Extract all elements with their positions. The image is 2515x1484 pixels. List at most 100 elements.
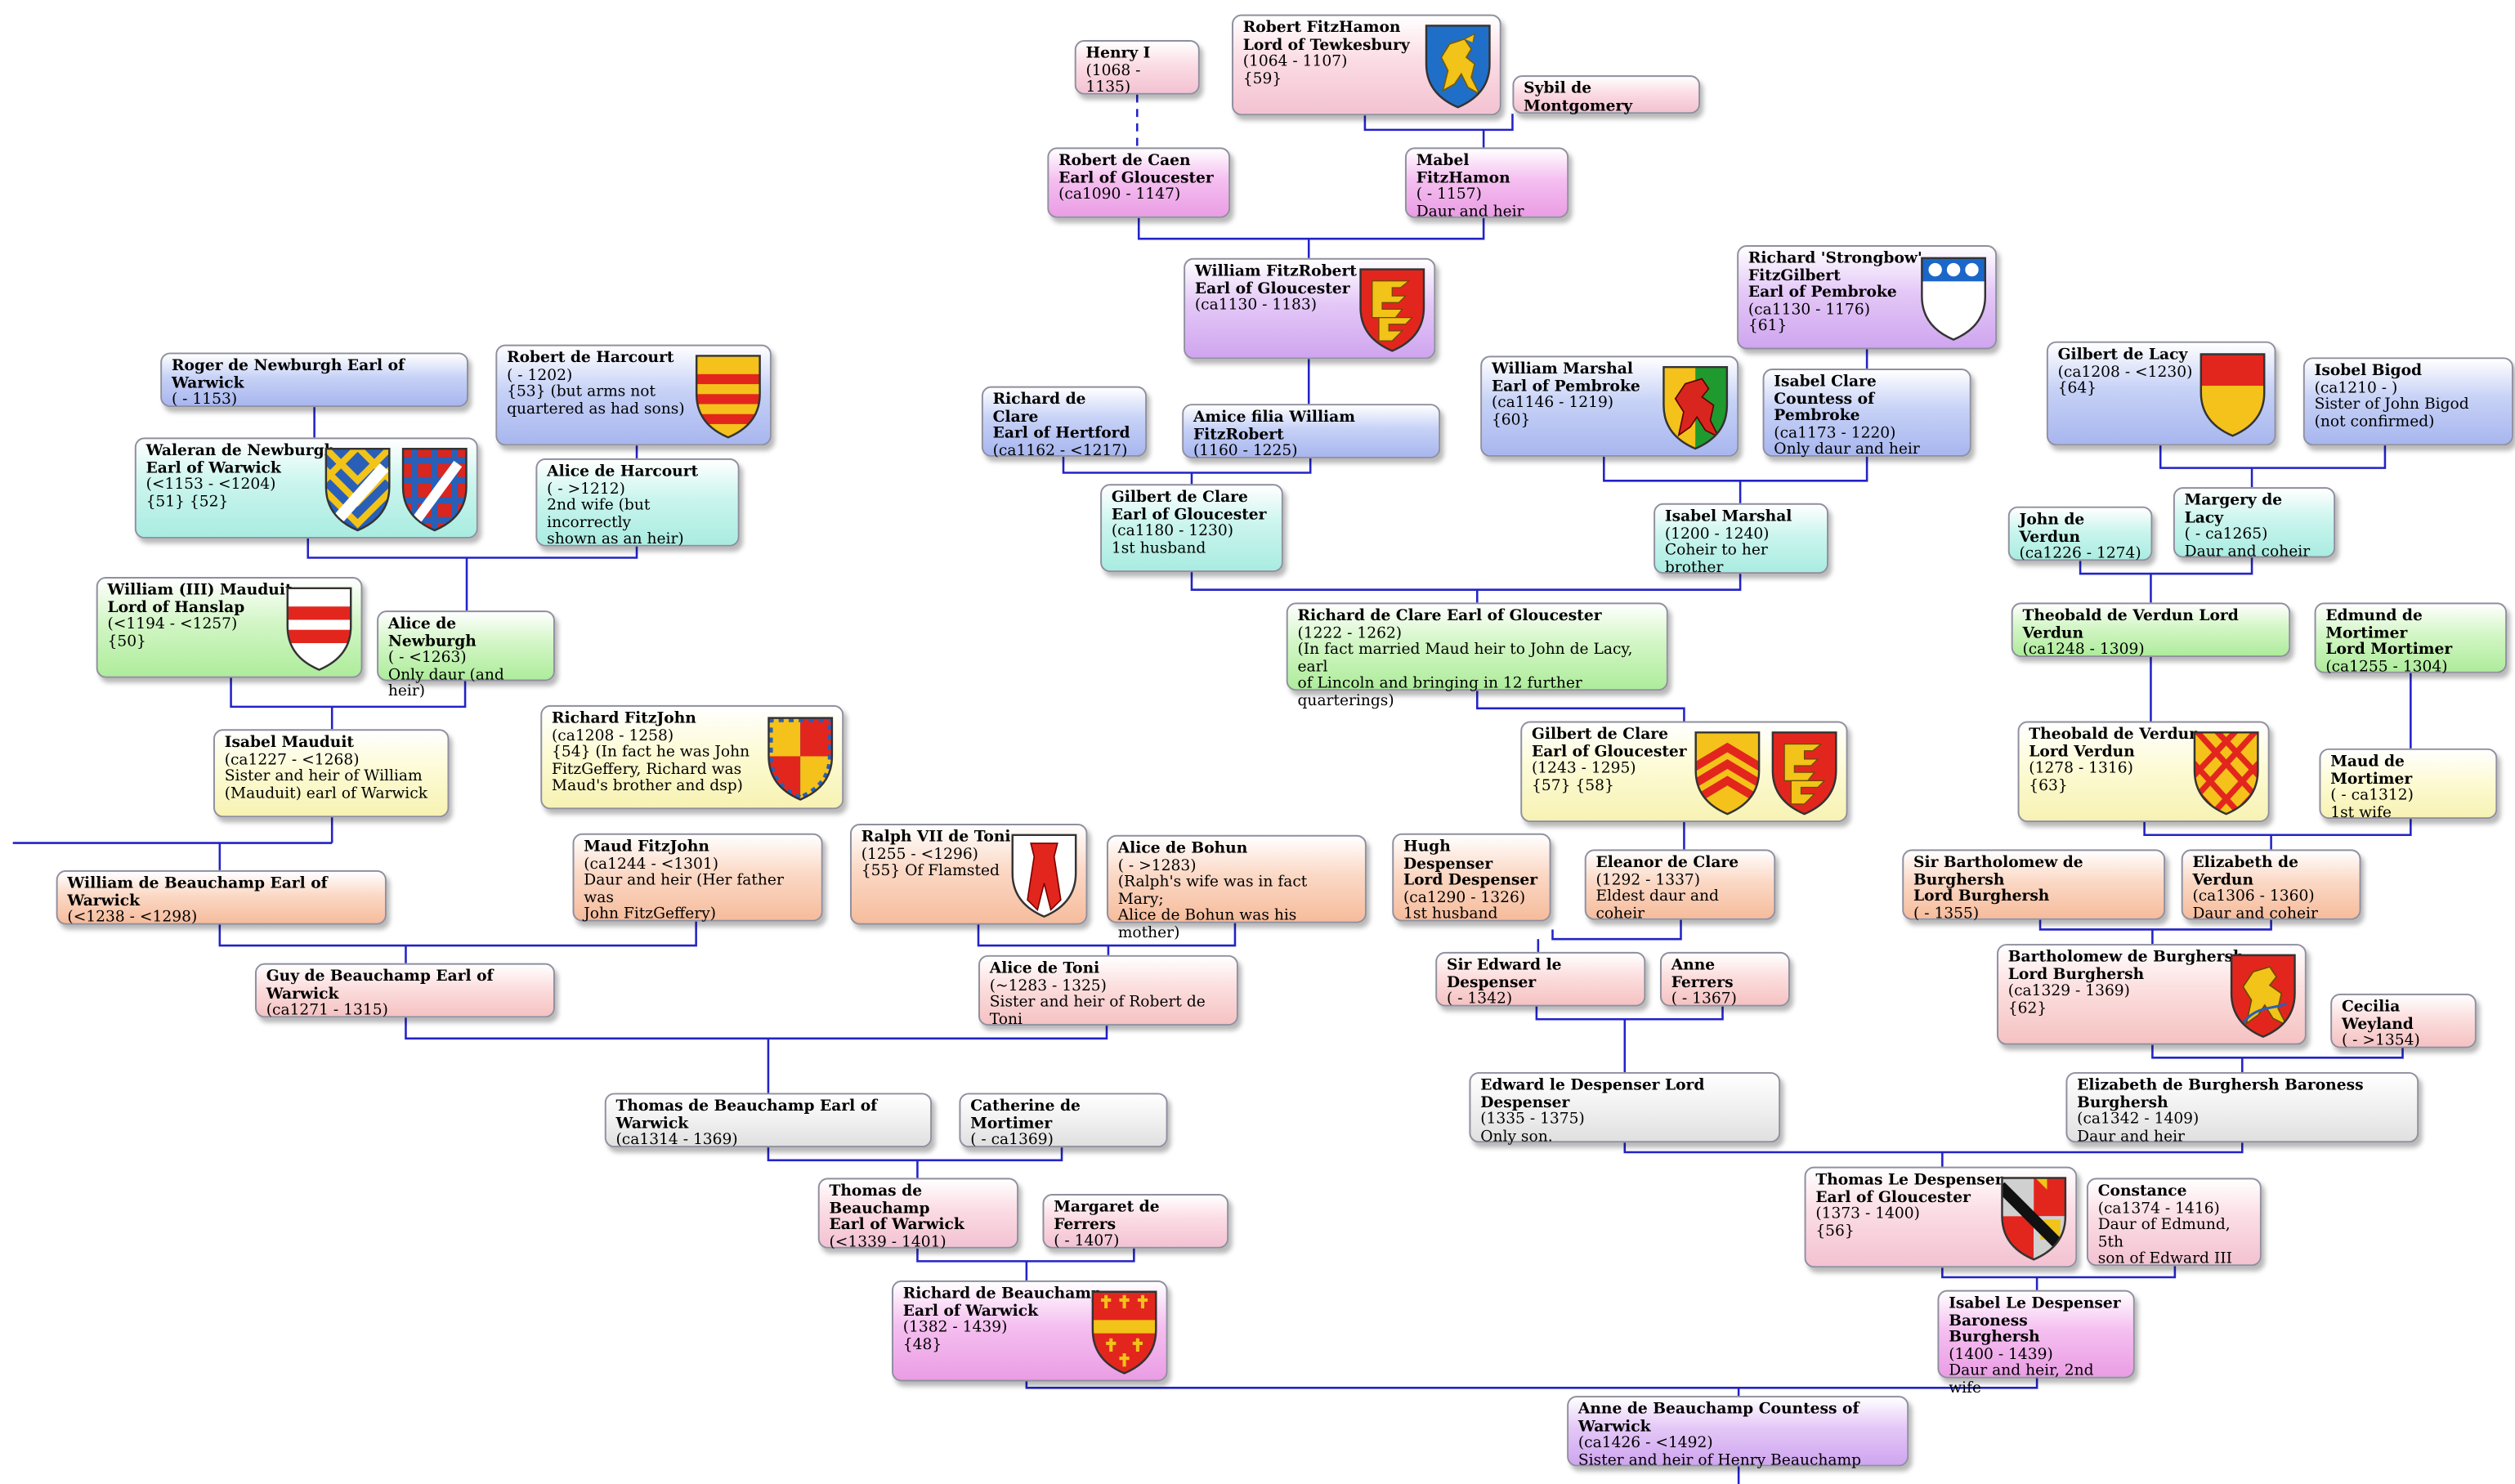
person-box-isabdesp[interactable]: Isabel Le Despenser Baroness Burghersh(1…: [1937, 1290, 2135, 1397]
person-box-hughdesp[interactable]: Hugh Despenser Lord Despenser(ca1290 - 1…: [1392, 833, 1551, 923]
person-box-cecilia[interactable]: Cecilia Weyland( - >1354): [2330, 993, 2477, 1050]
person-detail: Alice de Bohun was his mother): [1117, 907, 1297, 943]
person-detail: ( - >1354): [2341, 1032, 2420, 1050]
person-name: Isabel Marshal: [1664, 507, 1792, 526]
person-box-wmauduit[interactable]: William (III) Mauduit Lord of Hanslap(<1…: [96, 576, 363, 678]
person-detail: Eldest daur and coheir: [1595, 887, 1719, 923]
person-box-maudmort[interactable]: Maud de Mortimer( - ca1312)1st wife: [2319, 748, 2498, 821]
person-box-isobigod[interactable]: Isobel Bigod(ca1210 - )Sister of John Bi…: [2302, 357, 2513, 446]
person-name: Richard de Beauchamp: [902, 1285, 1103, 1303]
person-detail: (ca1130 - 1183): [1194, 297, 1318, 315]
connector-line: [1190, 572, 1742, 591]
person-box-eleaclare[interactable]: Eleanor de Clare(1292 - 1337)Eldest daur…: [1584, 849, 1776, 923]
person-detail: (ca1208 - <1230): [2057, 363, 2193, 381]
person-name: Margaret de Ferrers: [1054, 1198, 1160, 1234]
person-detail: (ca1271 - 1315): [266, 1002, 388, 1020]
person-box-wmarshal[interactable]: William Marshal Earl of Pembroke(ca1146 …: [1480, 355, 1739, 457]
connector-line: [2159, 445, 2387, 469]
person-box-maudfj[interactable]: Maud FitzJohn(ca1244 - <1301)Daur and he…: [572, 833, 823, 923]
person-box-edwdesp1[interactable]: Sir Edward le Despenser( - 1342): [1435, 951, 1646, 1008]
person-detail: (1222 - 1262): [1297, 624, 1403, 642]
person-detail: (ca1162 - <1217): [992, 441, 1128, 460]
person-detail: {53} (but arms not: [507, 383, 656, 401]
person-box-richclare1[interactable]: Richard de Clare Earl of Hertford(ca1162…: [981, 386, 1148, 459]
person-box-isabmaud[interactable]: Isabel Mauduit(ca1227 - <1268)Sister and…: [213, 729, 450, 818]
person-box-elizburg[interactable]: Elizabeth de Burghersh Baroness Burghers…: [2065, 1071, 2419, 1145]
person-box-aliceharc[interactable]: Alice de Harcourt( - >1212)2nd wife (but…: [535, 458, 740, 548]
person-box-alicetoni[interactable]: Alice de Toni(~1283 - 1325)Sister and he…: [978, 954, 1238, 1028]
person-box-sybil[interactable]: Sybil de Montgomery: [1512, 75, 1701, 114]
person-box-theoverd1[interactable]: Theobald de Verdun Lord Verdun(ca1248 - …: [2011, 602, 2291, 659]
connector-line: [405, 1017, 1108, 1040]
person-box-gilbclare2[interactable]: Gilbert de Clare Earl of Gloucester(1243…: [1520, 721, 1848, 823]
person-box-bartho2[interactable]: Bartholomew de Burghersh Lord Burghersh(…: [1997, 944, 2307, 1045]
person-name: Sir Bartholomew de Burghersh: [1913, 854, 2083, 889]
person-name: Isobel Bigod: [2314, 362, 2423, 380]
person-box-edwdesp2[interactable]: Edward le Despenser Lord Despenser(1335 …: [1469, 1071, 1781, 1145]
person-box-thombeau1[interactable]: Thomas de Beauchamp Earl of Warwick(ca13…: [604, 1093, 933, 1149]
person-detail: ( - 1153): [171, 391, 238, 409]
person-detail: (ca1290 - 1326): [1403, 888, 1526, 907]
person-detail: Earl of Pembroke: [1748, 284, 1897, 302]
person-name: Robert de Caen: [1058, 152, 1191, 170]
person-detail: Lord of Tewkesbury: [1242, 36, 1410, 54]
person-name: Waleran de Newburgh: [145, 442, 336, 460]
person-detail: Only son.: [1480, 1128, 1553, 1146]
person-detail: Coheir to her brother: [1664, 542, 1768, 577]
person-detail: {51} {52}: [145, 493, 229, 512]
person-box-strongbow[interactable]: Richard 'Strongbow' FitzGilbert Earl of …: [1737, 245, 1998, 350]
coat-of-arms-icon: [1011, 833, 1077, 917]
person-box-gilblacy[interactable]: Gilbert de Lacy(ca1208 - <1230){64}: [2046, 341, 2276, 446]
person-box-richbeau[interactable]: Richard de Beauchamp Earl of Warwick(138…: [892, 1280, 1168, 1382]
person-box-waleran[interactable]: Waleran de Newburgh Earl of Warwick(<115…: [134, 437, 478, 539]
person-box-ralph[interactable]: Ralph VII de Toni(1255 - <1296){55} Of F…: [850, 824, 1088, 925]
person-box-mabel[interactable]: Mabel FitzHamon( - 1157)Daur and heir: [1404, 147, 1569, 220]
person-box-richfj[interactable]: Richard FitzJohn(ca1208 - 1258){54} (In …: [540, 704, 844, 810]
person-name: Alice de Bohun: [1117, 839, 1248, 858]
person-box-marglacy[interactable]: Margery de Lacy( - ca1265)Daur and cohei…: [2173, 487, 2336, 560]
person-box-edmort[interactable]: Edmund de Mortimer Lord Mortimer(ca1255 …: [2314, 602, 2508, 675]
person-box-alicebohun[interactable]: Alice de Bohun( - >1283)(Ralph's wife wa…: [1106, 834, 1367, 942]
person-box-robharc[interactable]: Robert de Harcourt( - 1202){53} (but arm…: [495, 344, 772, 446]
person-box-isabclare[interactable]: Isabel Clare Countess of Pembroke(ca1173…: [1762, 369, 1971, 458]
person-box-amice[interactable]: Amice filia William FitzRobert(1160 - 12…: [1182, 404, 1441, 459]
person-detail: (ca1173 - 1220): [1774, 424, 1896, 442]
person-box-wbeau1[interactable]: William de Beauchamp Earl of Warwick(<12…: [56, 869, 387, 927]
person-box-anneferr[interactable]: Anne Ferrers( - 1367): [1659, 951, 1790, 1008]
person-box-cathmort[interactable]: Catherine de Mortimer( - ca1369): [959, 1093, 1168, 1149]
person-box-bartho1[interactable]: Sir Bartholomew de Burghersh Lord Burghe…: [1902, 849, 2166, 922]
person-box-guybeau[interactable]: Guy de Beauchamp Earl of Warwick(ca1271 …: [255, 963, 555, 1020]
person-box-robfh[interactable]: Robert FitzHamon Lord of Tewkesbury(1064…: [1232, 14, 1501, 116]
person-box-rogernew[interactable]: Roger de Newburgh Earl of Warwick( - 115…: [160, 352, 468, 409]
person-detail: ( - 1202): [507, 366, 573, 384]
person-name: Alice de Toni: [989, 959, 1100, 978]
person-box-thombeau2[interactable]: Thomas de Beauchamp Earl of Warwick(<133…: [817, 1178, 1019, 1250]
person-box-gilbclare1[interactable]: Gilbert de Clare Earl of Gloucester(ca11…: [1100, 484, 1283, 573]
person-box-annebeau[interactable]: Anne de Beauchamp Countess of Warwick(ca…: [1567, 1396, 1909, 1468]
person-box-theoverd2[interactable]: Theobald de Verdun Lord Verdun(1278 - 13…: [2017, 721, 2270, 823]
person-box-richclare2[interactable]: Richard de Clare Earl of Gloucester(1222…: [1286, 602, 1668, 709]
person-detail: (<1238 - <1298): [67, 909, 198, 927]
person-detail: ( - ca1265): [2184, 525, 2268, 544]
person-name: John de Verdun: [2019, 511, 2085, 546]
person-box-thomdesp[interactable]: Thomas Le Despenser Earl of Gloucester(1…: [1804, 1166, 2078, 1268]
person-detail: Lord Mortimer: [2325, 641, 2453, 659]
person-box-constance[interactable]: Constance(ca1374 - 1416)Daur of Edmund, …: [2086, 1178, 2262, 1267]
person-box-alicenew[interactable]: Alice de Newburgh( - <1263)Only daur (an…: [377, 610, 555, 700]
person-detail: Lord Despenser: [1403, 872, 1538, 890]
person-detail: Earl of Warwick: [829, 1216, 964, 1235]
person-detail: FitzGilbert: [1748, 266, 1841, 285]
coat-of-arms-icon: [1662, 364, 1729, 449]
person-detail: (ca1314 - 1369): [615, 1131, 738, 1150]
person-name: Gilbert de Lacy: [2057, 346, 2188, 364]
person-box-willfr[interactable]: William FitzRobert Earl of Gloucester(ca…: [1184, 257, 1436, 360]
person-box-elizverd[interactable]: Elizabeth de Verdun(ca1306 - 1360)Daur a…: [2181, 849, 2361, 922]
person-box-johnverdun[interactable]: John de Verdun(ca1226 - 1274): [2007, 506, 2153, 562]
person-box-isabmarsh[interactable]: Isabel Marshal(1200 - 1240)Coheir to her…: [1654, 503, 1829, 576]
person-box-margferr[interactable]: Margaret de Ferrers( - 1407): [1042, 1194, 1229, 1249]
person-detail: {56}: [1815, 1222, 1855, 1240]
person-detail: Earl of Gloucester: [1194, 279, 1350, 297]
person-box-henry1[interactable]: Henry I(1068 - 1135): [1074, 40, 1200, 96]
person-box-robcaen[interactable]: Robert de Caen Earl of Gloucester(ca1090…: [1047, 147, 1231, 218]
